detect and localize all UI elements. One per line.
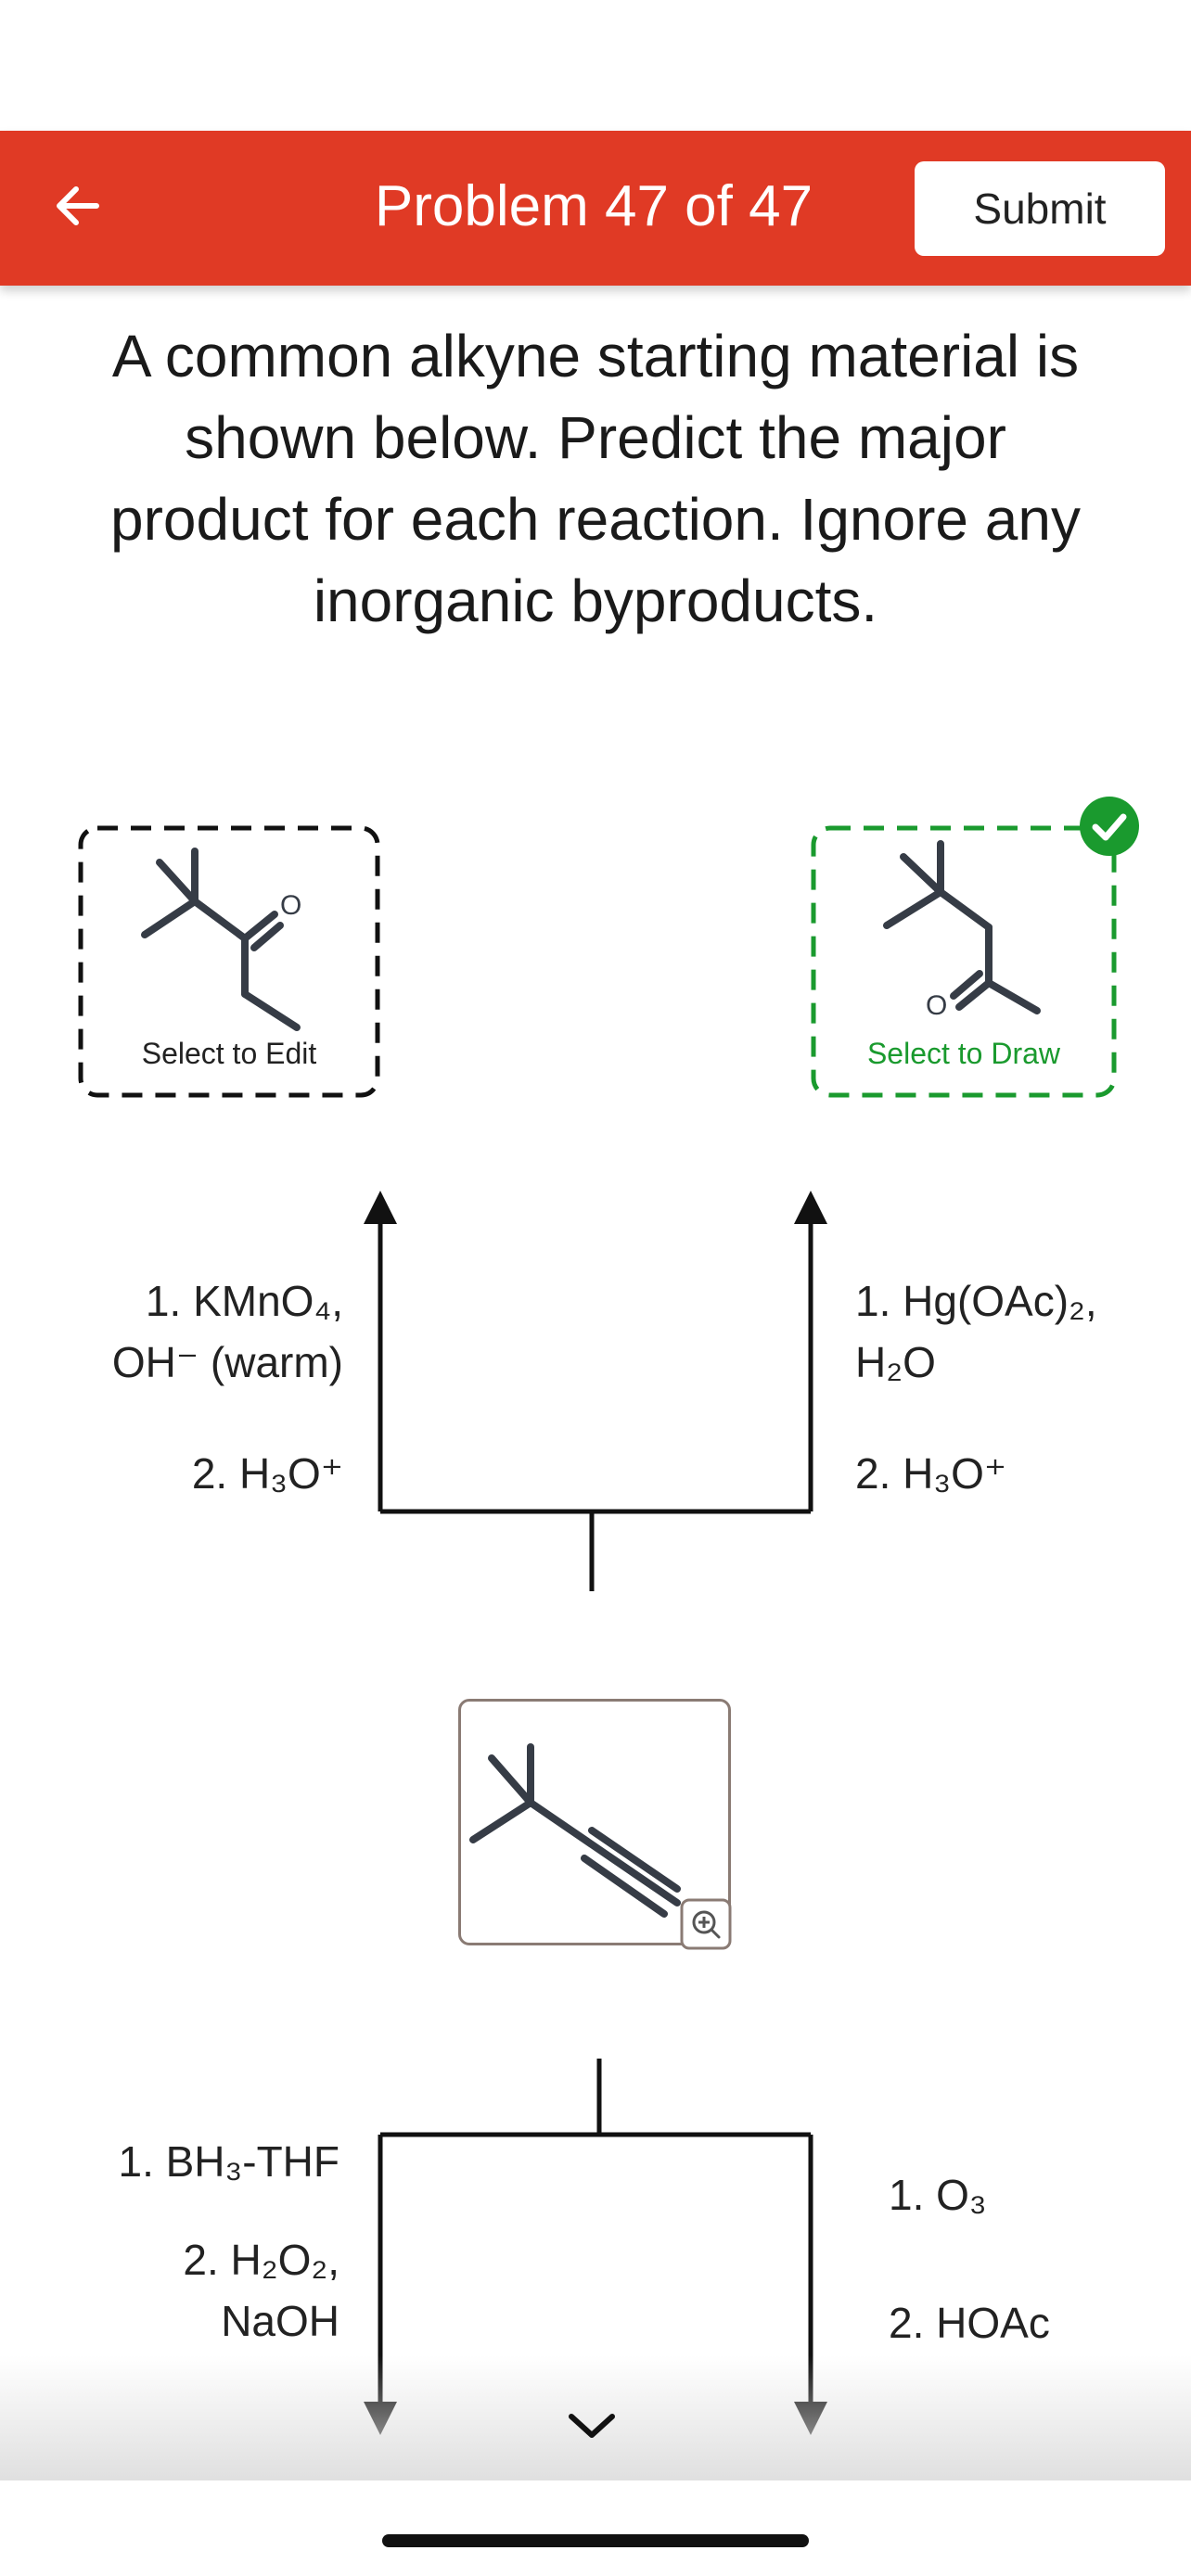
reagent-line: 2. H₃O⁺: [855, 1449, 1007, 1498]
chevron-down-icon[interactable]: [564, 2407, 620, 2444]
reagent-line: NaOH: [221, 2297, 339, 2345]
reagent-line: 1. O₃: [889, 2171, 987, 2219]
zoom-in-icon[interactable]: [680, 1898, 732, 1950]
reagent-line: 1. Hg(OAc)₂,: [855, 1277, 1097, 1325]
reagents-bottom-right: 1. O₃ 2. HOAc: [889, 2164, 1158, 2353]
question-text: A common alkyne starting material is sho…: [110, 323, 1081, 634]
reagent-line: 1. BH₃-THF: [118, 2137, 339, 2186]
answer-box-left[interactable]: O Select to Edit: [78, 825, 380, 1098]
correct-check-icon: [1080, 797, 1139, 856]
reagent-line: 2. HOAc: [889, 2299, 1050, 2347]
page-title: Problem 47 of 47: [374, 174, 813, 238]
select-to-edit-label: Select to Edit: [141, 1037, 317, 1070]
submit-button[interactable]: Submit: [915, 161, 1165, 256]
alkyne-structure: [469, 1743, 681, 1918]
answer-box-right[interactable]: O Select to Draw: [811, 825, 1117, 1098]
oxygen-label-left: O: [280, 890, 302, 921]
reagent-line: H₂O: [855, 1338, 936, 1386]
reaction-arrows-top: [364, 1191, 827, 1591]
reagent-line: 1. KMnO₄,: [145, 1277, 343, 1325]
select-to-draw-label: Select to Draw: [866, 1037, 1061, 1070]
home-indicator: [382, 2534, 809, 2547]
oxygen-label-right: O: [926, 990, 948, 1021]
reagents-bottom-left: 1. BH₃-THF 2. H₂O₂, NaOH: [56, 2131, 339, 2352]
answer-box-left-border: [78, 825, 380, 1098]
ketone-structure-right: [883, 840, 1041, 1014]
ketone-structure-left: [141, 848, 301, 1031]
reagents-top-left: 1. KMnO₄, OH⁻ (warm) 2. H₃O⁺: [74, 1270, 343, 1504]
back-arrow-icon[interactable]: [45, 169, 119, 243]
reagent-line: 2. H₃O⁺: [191, 1449, 343, 1498]
scroll-fade: [0, 2355, 1191, 2480]
answer-box-right-border: [811, 825, 1117, 1098]
starting-material-box: [458, 1699, 732, 1950]
reagent-line: OH⁻ (warm): [111, 1338, 343, 1386]
reagents-top-right: 1. Hg(OAc)₂, H₂O 2. H₃O⁺: [855, 1270, 1161, 1504]
reagent-line: 2. H₂O₂,: [183, 2236, 339, 2284]
